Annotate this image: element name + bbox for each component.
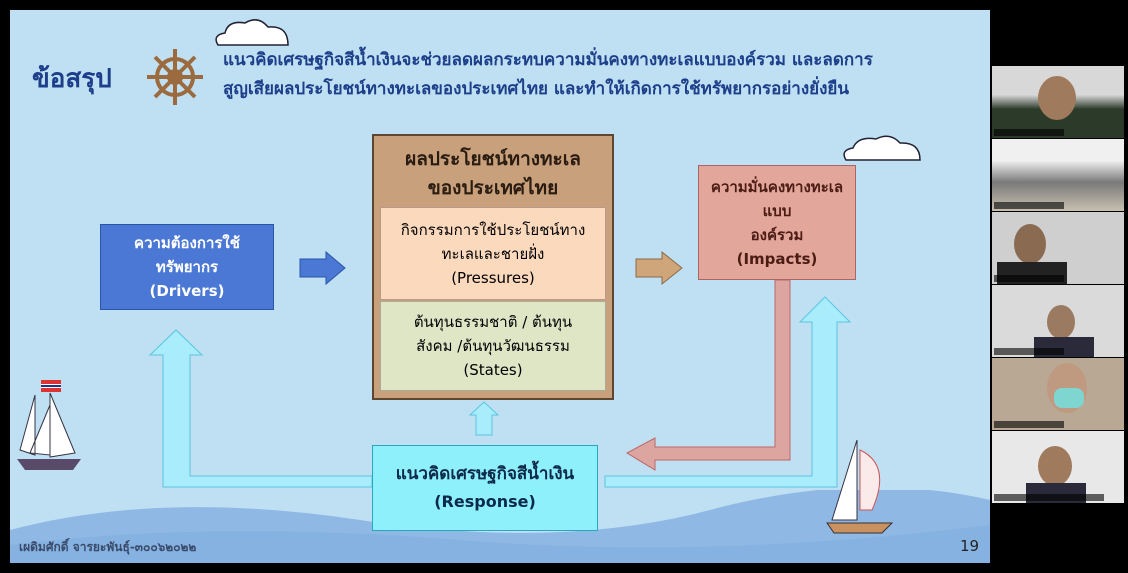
flow-arrows (148, 250, 852, 488)
drivers-label: (Drivers) (149, 282, 225, 300)
participant-name-label (994, 421, 1064, 428)
impacts-box: ความมั่นคงทางทะเลแบบ องค์รวม (Impacts) (698, 165, 856, 280)
participant-name-label (994, 494, 1104, 501)
arrow-response-to-impacts (604, 296, 852, 488)
participant-video[interactable] (992, 66, 1124, 138)
pressures-label: ทะเลและชายฝั่ง (441, 244, 545, 263)
participant-name-label (994, 202, 1064, 209)
response-box: แนวคิดเศรษฐกิจสีน้ำเงิน (Response) (372, 445, 598, 531)
cloud-icon (843, 135, 921, 161)
states-label: ต้นทุนธรรมชาติ / ต้นทุน (413, 313, 573, 331)
participant-video[interactable] (992, 358, 1124, 430)
impacts-label: องค์รวม (750, 225, 804, 244)
slide-footer: เผดิมศักดิ์ จารยะพันธุ์-๓๐๐๖๒๐๒๒ (19, 540, 197, 554)
states-label: สังคม /ต้นทุนวัฒนธรรม (416, 337, 570, 355)
pressures-label: กิจกรรมการใช้ประโยชน์ทาง (400, 220, 586, 239)
response-label: (Response) (434, 492, 536, 511)
arrow-response-to-drivers (148, 329, 373, 488)
page-number: 19 (960, 537, 980, 555)
presentation-slide: ข้อสรุป แนวคิดเศรษฐกิจสีน้ำเงินจะช่วยลดผ… (10, 10, 990, 563)
slide-heading: ข้อสรุป (32, 64, 112, 94)
participant-name-label (994, 275, 1064, 282)
impacts-label: (Impacts) (736, 249, 818, 268)
cloud-icon (215, 19, 289, 46)
sailing-ship-icon (17, 380, 81, 470)
drivers-label: ความต้องการใช้ (134, 234, 240, 252)
response-label: แนวคิดเศรษฐกิจสีน้ำเงิน (395, 464, 575, 484)
subtitle-line: สูญเสียผลประโยชน์ทางทะเลของประเทศไทย และ… (223, 79, 849, 99)
participant-name-label (994, 129, 1064, 136)
participant-name-label (994, 348, 1064, 355)
pressures-label: (Pressures) (451, 268, 535, 287)
marine-benefits-box: ผลประโยชน์ทางทะเล ของประเทศไทย กิจกรรมกา… (372, 134, 614, 400)
wave-decoration (10, 490, 990, 563)
sailboat-icon (826, 439, 894, 534)
arrow-impacts-to-response (625, 279, 791, 471)
arrow-response-to-center (468, 401, 500, 436)
pressures-box: กิจกรรมการใช้ประโยชน์ทาง ทะเลและชายฝั่ง … (380, 207, 606, 300)
participant-video[interactable] (992, 212, 1124, 284)
center-title: ของประเทศไทย (427, 177, 559, 199)
participant-video[interactable] (992, 285, 1124, 357)
center-title: ผลประโยชน์ทางทะเล (405, 148, 581, 170)
subtitle-line: แนวคิดเศรษฐกิจสีน้ำเงินจะช่วยลดผลกระทบคว… (223, 50, 873, 70)
states-box: ต้นทุนธรรมชาติ / ต้นทุน สังคม /ต้นทุนวัฒ… (380, 301, 606, 391)
participant-video[interactable] (992, 431, 1124, 503)
impacts-label: ความมั่นคงทางทะเลแบบ (710, 177, 844, 220)
participant-video[interactable] (992, 139, 1124, 211)
arrow-drivers-to-pressures (299, 250, 346, 286)
drivers-label: ทรัพยากร (155, 258, 219, 276)
arrow-pressures-to-impacts (635, 250, 683, 286)
ship-wheel-icon (147, 49, 203, 105)
states-label: (States) (463, 361, 523, 379)
participant-gallery (992, 66, 1124, 504)
drivers-box: ความต้องการใช้ ทรัพยากร (Drivers) (100, 224, 274, 310)
